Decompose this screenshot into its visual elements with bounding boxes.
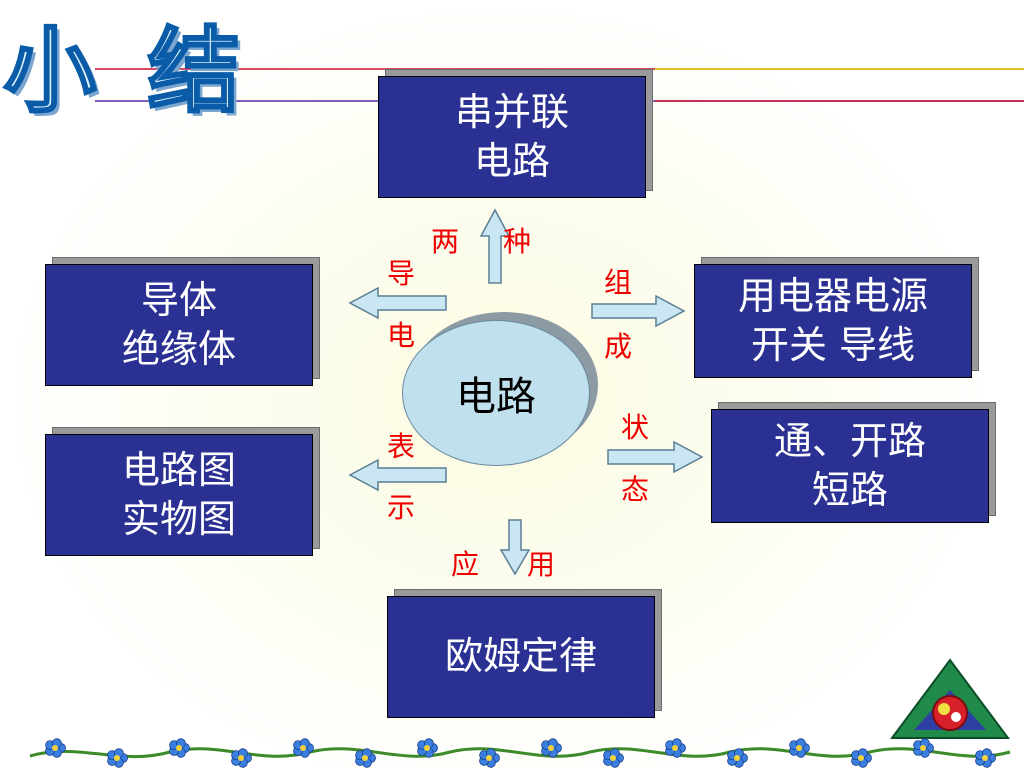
box-components-text: 用电器电源 开关 导线 xyxy=(737,273,928,367)
box-conductor: 导体 绝缘体 xyxy=(45,264,313,386)
box-series-parallel: 串并联 电路 xyxy=(378,76,646,198)
arrow-right-lower xyxy=(607,440,704,474)
flower-icon xyxy=(789,738,810,758)
label-bottom-a: 应 xyxy=(451,548,480,581)
flower-icon xyxy=(293,738,314,758)
flower-icon xyxy=(231,748,252,768)
flower-icon xyxy=(355,748,376,768)
box-diagram-text: 电路图 实物图 xyxy=(121,447,236,541)
corner-logo-icon xyxy=(890,658,1010,739)
box-ohms-law: 欧姆定律 xyxy=(387,596,655,718)
label-left-upper-b: 电 xyxy=(387,319,416,352)
flower-icon xyxy=(727,748,748,768)
flower-icon xyxy=(851,748,872,768)
arrow-up xyxy=(479,208,511,284)
flower-icon xyxy=(169,738,190,758)
center-node-text: 电路 xyxy=(456,374,536,420)
label-left-upper-a: 导 xyxy=(387,257,416,290)
box-diagram: 电路图 实物图 xyxy=(45,434,313,556)
label-right-upper-a: 组 xyxy=(604,266,633,299)
arrow-left-lower xyxy=(348,458,447,492)
center-node: 电路 xyxy=(402,320,590,466)
flower-icon xyxy=(665,738,686,758)
flower-icon xyxy=(479,748,500,768)
arrow-right-upper xyxy=(591,294,686,328)
box-series-parallel-text: 串并联 电路 xyxy=(454,89,569,183)
arrow-down xyxy=(499,519,531,576)
flower-icon xyxy=(107,748,128,768)
slide-title: 小 结 xyxy=(2,18,251,125)
label-top-b: 种 xyxy=(503,225,532,258)
label-right-lower-b: 态 xyxy=(621,473,650,506)
label-right-lower-a: 状 xyxy=(621,411,650,444)
box-components: 用电器电源 开关 导线 xyxy=(694,264,972,378)
flower-icon xyxy=(975,748,996,768)
flower-icon xyxy=(913,738,934,758)
box-conductor-text: 导体 绝缘体 xyxy=(121,277,236,371)
box-states: 通、开路 短路 xyxy=(711,409,989,523)
flower-icon xyxy=(541,738,562,758)
flower-icon xyxy=(45,738,66,758)
label-left-lower-b: 示 xyxy=(387,491,416,524)
label-top-a: 两 xyxy=(431,225,460,258)
arrow-left-upper xyxy=(348,286,447,320)
flower-icons xyxy=(45,738,996,768)
flower-icon xyxy=(603,748,624,768)
label-right-upper-b: 成 xyxy=(604,330,633,363)
box-states-text: 通、开路 短路 xyxy=(773,418,926,512)
label-left-lower-a: 表 xyxy=(387,430,416,463)
flower-icon xyxy=(417,738,438,758)
box-ohms-law-text: 欧姆定律 xyxy=(444,634,597,679)
label-bottom-b: 用 xyxy=(527,548,556,581)
